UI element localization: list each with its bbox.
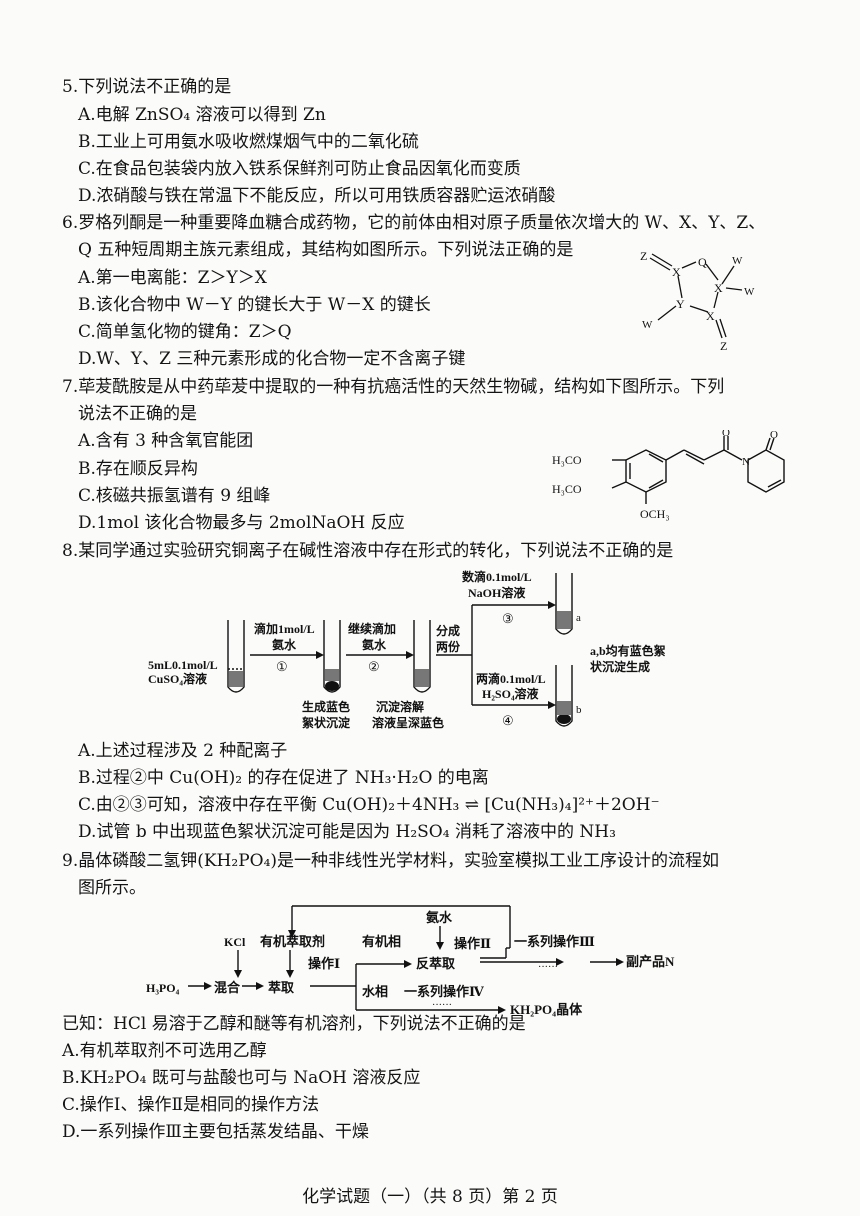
q9-flow-diagram: H₃PO₄ KCl 混合 有机萃取剂 萃取 操作Ⅰ 有机相 氨水 反萃取 操作Ⅱ… <box>146 905 675 1017</box>
q7-atom-o-ring: O <box>770 430 778 441</box>
q8-obs2-line1: 沉淀溶解 <box>376 699 424 714</box>
q5-option-b: B.工业上可用氨水吸收燃煤烟气中的二氧化硫 <box>78 132 419 152</box>
q9-back-extract: 反萃取 <box>416 956 456 971</box>
q9-option-d: D.一系列操作Ⅲ主要包括蒸发结晶、干燥 <box>62 1122 369 1142</box>
q8-split-line2: 两份 <box>436 639 461 654</box>
q9-op2: 操作Ⅱ <box>454 936 491 951</box>
page-footer: 化学试题（一）（共 8 页）第 2 页 <box>302 1187 558 1207</box>
q6-atom-y: Y <box>676 297 685 311</box>
q9-mix: 混合 <box>214 980 241 995</box>
q8-step3-solution: NaOH溶液 <box>468 585 525 600</box>
q8-step2-reagent: 继续滴加 <box>348 621 396 636</box>
q9-stem-line1: 9.晶体磷酸二氢钾(KH₂PO₄)是一种非线性光学材料，实验室模拟工业工序设计的… <box>62 851 720 871</box>
q7-option-c: C.核磁共振氢谱有 9 组峰 <box>78 486 271 506</box>
q8-tube-a-label: a <box>576 612 581 624</box>
q9-given: 已知：HCl 易溶于乙醇和醚等有机溶剂，下列说法不正确的是 <box>62 1014 526 1034</box>
q8-obs1-line1: 生成蓝色 <box>302 699 350 714</box>
q8-option-d: D.试管 b 中出现蓝色絮状沉淀可能是因为 H₂SO₄ 消耗了溶液中的 NH₃ <box>78 822 616 842</box>
q6-option-a: A.第一电离能：Z＞Y＞X <box>78 268 267 288</box>
q5-option-d: D.浓硝酸与铁在常温下不能反应，所以可用铁质容器贮运浓硝酸 <box>78 186 556 206</box>
q9-op1: 操作Ⅰ <box>308 956 340 971</box>
q9-option-b: B.KH₂PO₄ 既可与盐酸也可与 NaOH 溶液反应 <box>62 1068 421 1088</box>
q6-atom-q: Q <box>698 255 707 269</box>
q8-step3-reagent: 数滴0.1mol/L <box>462 569 532 584</box>
q7-option-b: B.存在顺反异构 <box>78 459 198 479</box>
q9-byproduct: 副产品N <box>626 954 675 969</box>
q8-step1-reagent: 滴加1mol/L <box>254 621 315 636</box>
q6-option-d: D.W、Y、Z 三种元素形成的化合物一定不含离子键 <box>78 349 466 369</box>
q9-option-a: A.有机萃取剂不可选用乙醇 <box>62 1041 267 1061</box>
q9-ammonia: 氨水 <box>425 910 453 925</box>
q8-step4-number: ④ <box>502 713 514 728</box>
q8-experiment-diagram: 5mL0.1mol/L CuSO₄溶液 滴加1mol/L 氨水 ① 生成蓝色 絮… <box>148 569 666 730</box>
q9-option-c: C.操作Ⅰ、操作Ⅱ是相同的操作方法 <box>62 1095 320 1115</box>
q6-structure-diagram: Z X Q X W W Y W X Z <box>640 249 755 353</box>
q6-atom-x1: X <box>672 265 681 279</box>
q7-group-ome3: OCH₃ <box>640 507 670 521</box>
q9-dots2: ······ <box>432 1000 452 1011</box>
q5-stem: 5.下列说法不正确的是 <box>62 77 232 97</box>
q7-atom-n: N <box>742 456 750 468</box>
q7-atom-o-chain: O <box>722 430 730 439</box>
q7-structure-diagram: O O N H₃CO H₃CO OCH₃ <box>552 430 785 521</box>
q6-atom-x2: X <box>714 281 723 295</box>
q9-crystal: KH₂PO₄晶体 <box>510 1002 583 1017</box>
q8-step1-number: ① <box>276 659 288 674</box>
q8-obs2-line2: 溶液呈深蓝色 <box>372 715 444 730</box>
q9-extract: 萃取 <box>268 980 295 995</box>
q8-step2-ammonia: 氨水 <box>362 637 387 652</box>
q8-option-a: A.上述过程涉及 2 种配离子 <box>78 741 288 761</box>
q7-option-d: D.1mol 该化合物最多与 2molNaOH 反应 <box>78 513 405 533</box>
q7-stem-line2: 说法不正确的是 <box>78 404 197 424</box>
q6-atom-w3: W <box>642 319 653 331</box>
q7-stem-line1: 7.荜茇酰胺是从中药荜茇中提取的一种有抗癌活性的天然生物碱，结构如下图所示。下列 <box>62 377 725 397</box>
q9-extractant: 有机萃取剂 <box>260 934 325 949</box>
q9-kcl: KCl <box>224 935 246 949</box>
q8-stem: 8.某同学通过实验研究铜离子在碱性溶液中存在形式的转化，下列说法不正确的是 <box>62 541 674 561</box>
q6-atom-w2: W <box>744 286 755 298</box>
q5-option-c: C.在食品包装袋内放入铁系保鲜剂可防止食品因氧化而变质 <box>78 159 521 179</box>
q8-step4-reagent: 两滴0.1mol/L <box>476 671 546 686</box>
q9-h3po4: H₃PO₄ <box>146 981 180 995</box>
q8-step3-number: ③ <box>502 611 514 626</box>
q8-step1-ammonia: 氨水 <box>272 637 297 652</box>
q8-obs1-line2: 絮状沉淀 <box>302 715 351 730</box>
q8-option-b: B.过程②中 Cu(OH)₂ 的存在促进了 NH₃·H₂O 的电离 <box>78 768 489 788</box>
q9-series3: 一系列操作Ⅲ <box>514 934 595 949</box>
q9-stem-line2: 图所示。 <box>78 878 146 898</box>
q7-option-a: A.含有 3 种含氧官能团 <box>78 431 254 451</box>
q6-option-b: B.该化合物中 W－Y 的键长大于 W－X 的键长 <box>78 295 431 315</box>
q8-start-concentration: 5mL0.1mol/L <box>148 658 218 672</box>
q9-series4: 一系列操作Ⅳ <box>404 984 484 999</box>
q6-stem-line1: 6.罗格列酮是一种重要降血糖合成药物，它的前体由相对原子质量依次增大的 W、X、… <box>62 213 766 233</box>
q5-option-a: A.电解 ZnSO₄ 溶液可以得到 Zn <box>78 105 326 125</box>
q8-result-line1: a,b均有蓝色絮 <box>590 643 666 658</box>
q6-atom-w1: W <box>732 255 743 267</box>
q8-start-solution: CuSO₄溶液 <box>148 671 207 686</box>
q8-result-line2: 状沉淀生成 <box>590 659 650 674</box>
q6-atom-z2: Z <box>720 339 727 353</box>
q9-aqueous-phase: 水相 <box>362 984 388 999</box>
q8-tube-b-label: b <box>576 704 582 716</box>
q9-organic-phase: 有机相 <box>362 934 401 949</box>
q8-option-c: C.由②③可知，溶液中存在平衡 Cu(OH)₂＋4NH₃ ⇌ [Cu(NH₃)₄… <box>78 795 660 815</box>
q6-option-c: C.简单氢化物的键角：Z＞Q <box>78 322 292 342</box>
q8-step2-number: ② <box>368 659 380 674</box>
q6-atom-x3: X <box>706 309 715 323</box>
q6-atom-z1: Z <box>640 249 647 263</box>
q8-step4-solution: H₂SO₄溶液 <box>482 686 539 701</box>
q7-group-ome1: H₃CO <box>552 453 582 467</box>
q6-stem-line2: Q 五种短周期主族元素组成，其结构如图所示。下列说法正确的是 <box>78 240 574 260</box>
q7-group-ome2: H₃CO <box>552 482 582 496</box>
q8-split-line1: 分成 <box>436 623 460 638</box>
q9-dots1: ······ <box>538 962 558 973</box>
